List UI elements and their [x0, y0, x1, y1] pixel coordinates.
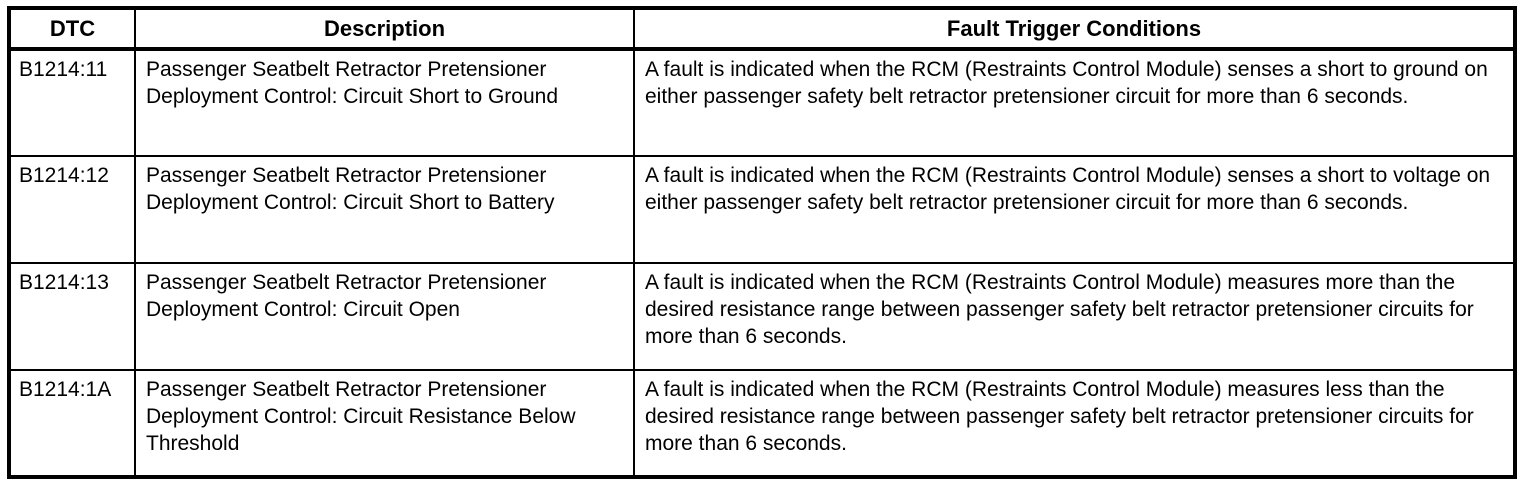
fault-trigger-conditions-cell: A fault is indicated when the RCM (Restr…	[633, 369, 1516, 478]
header-row: DTC Description Fault Trigger Conditions	[8, 7, 1516, 51]
dtc-code-cell: B1214:13	[8, 262, 136, 371]
fault-trigger-conditions-cell: A fault is indicated when the RCM (Restr…	[633, 48, 1516, 157]
column-header-fault-trigger-conditions: Fault Trigger Conditions	[633, 7, 1516, 51]
description-cell: Passenger Seatbelt Retractor Pretensione…	[134, 155, 635, 264]
fault-trigger-conditions-cell: A fault is indicated when the RCM (Restr…	[633, 262, 1516, 371]
fault-trigger-conditions-cell: A fault is indicated when the RCM (Restr…	[633, 155, 1516, 264]
description-cell: Passenger Seatbelt Retractor Pretensione…	[134, 48, 635, 157]
table-row: B1214:11 Passenger Seatbelt Retractor Pr…	[8, 48, 1516, 157]
table-row: B1214:13 Passenger Seatbelt Retractor Pr…	[8, 262, 1516, 371]
table-row: B1214:1A Passenger Seatbelt Retractor Pr…	[8, 369, 1516, 478]
description-cell: Passenger Seatbelt Retractor Pretensione…	[134, 369, 635, 478]
table-row: B1214:12 Passenger Seatbelt Retractor Pr…	[8, 155, 1516, 264]
dtc-fault-table: DTC Description Fault Trigger Conditions…	[7, 6, 1517, 479]
table-body: B1214:11 Passenger Seatbelt Retractor Pr…	[8, 48, 1516, 478]
table-header: DTC Description Fault Trigger Conditions	[8, 7, 1516, 51]
dtc-code-cell: B1214:12	[8, 155, 136, 264]
column-header-dtc: DTC	[8, 7, 136, 51]
column-header-description: Description	[134, 7, 635, 51]
description-cell: Passenger Seatbelt Retractor Pretensione…	[134, 262, 635, 371]
dtc-code-cell: B1214:1A	[8, 369, 136, 478]
dtc-code-cell: B1214:11	[8, 48, 136, 157]
